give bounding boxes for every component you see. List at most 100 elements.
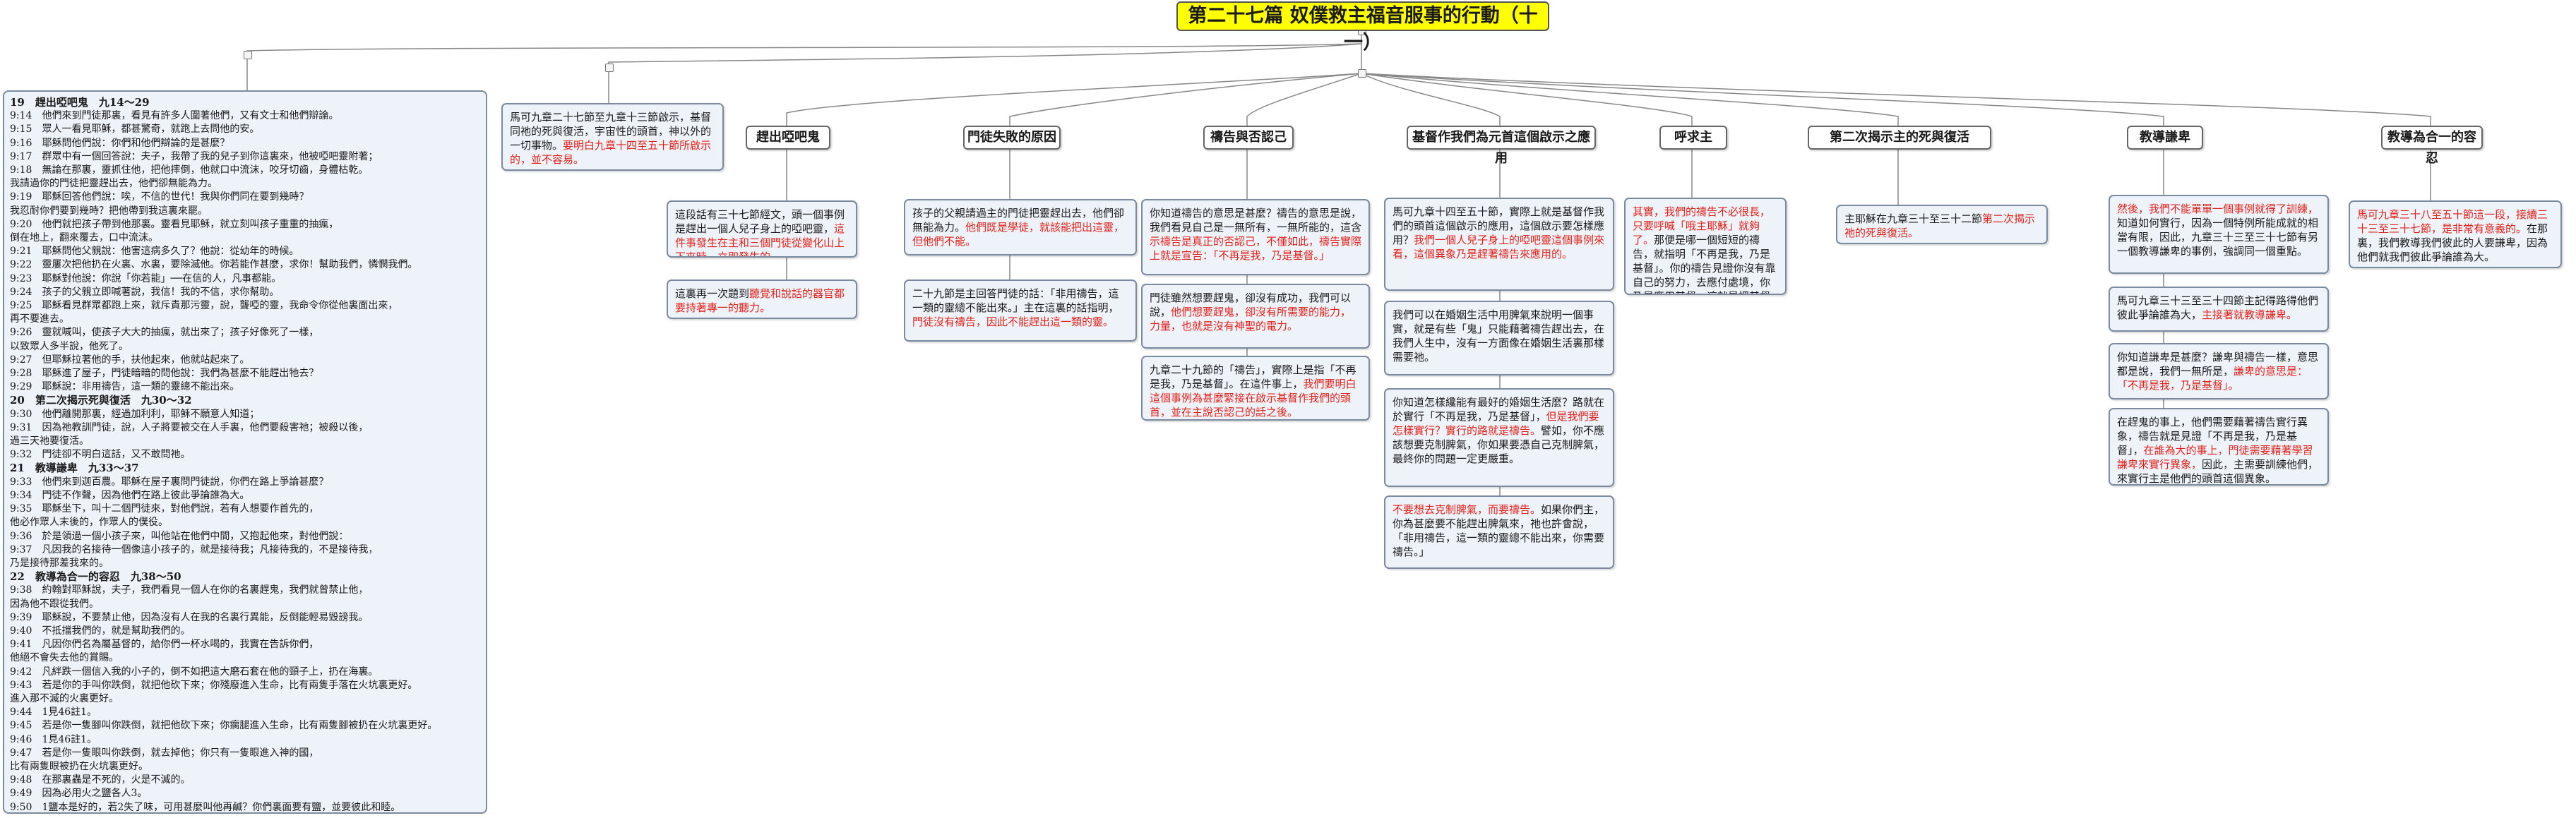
note-text: 馬可九章十四至五十節，實際上就是基督作我們的頭首這個啟示的應用，這個啟示要怎樣應…: [1393, 205, 1605, 246]
scripture-line: 9:18 無論在那裏，靈抓住他，把他摔倒，他就口中流沫，咬牙切齒，身體枯乾。: [10, 164, 369, 176]
intro-note-text: 馬可九章二十七節至九章十三節啟示，基督同祂的死與復活，宇宙性的頭首，神以外的一切…: [510, 111, 712, 152]
note-text: 馬可九章三十三至三十四節主記得路得他們彼此爭論誰為大，: [2117, 294, 2319, 321]
scripture-line: 9:37 凡因我的名接待一個像這小孩子的，就是接待我；凡接待我的，不是接待我，: [10, 543, 378, 555]
note-second-unveiling[interactable]: 主耶穌在九章三十至三十二節第二次揭示祂的死與復活。: [1836, 205, 2048, 244]
note-prayer-1[interactable]: 你知道禱告的意思是甚麼？禱告的意思是說，我們看見自己是一無所有，一無所能的，這含…: [1141, 199, 1370, 275]
scripture-line: 再不要進去。: [10, 313, 69, 325]
scripture-line: 乃是接待那差我來的。: [10, 557, 109, 569]
scripture-line: 9:22 靈屢次把他扔在火裏、水裏，要除滅他。你若能作甚麼，求你！幫助我們，憐憫…: [10, 259, 418, 271]
scripture-line: 9:28 耶穌進了屋子，門徒暗暗的問他說：我們為甚麼不能趕出牠去？: [10, 368, 319, 380]
topic-application[interactable]: 基督作我們為元首這個啟示之應用: [1407, 126, 1596, 166]
scripture-line: 9:20 他們就把孩子帶到他那裏。靈看見耶穌，就立刻叫孩子重重的抽瘋，: [10, 218, 339, 230]
topic-humility[interactable]: 教導謙卑: [2127, 126, 2203, 150]
note-humility-3[interactable]: 你知道謙卑是甚麼？謙卑與禱告一樣，意思都是說，我們一無所是，謙卑的意思是：「不再…: [2109, 343, 2329, 399]
note-red: 我們一個人兒子身上的啞吧靈這個事例來看，這個異象乃是趕著禱告來應用的。: [1393, 234, 1605, 260]
scripture-line: 以致眾人多半說，他死了。: [10, 340, 129, 352]
collapse-knob[interactable]: [1358, 69, 1366, 78]
scripture-line: 9:44 1見46註1。: [10, 706, 97, 718]
collapse-knob[interactable]: [244, 51, 252, 59]
topic-second-unveiling[interactable]: 第二次揭示主的死與復活: [1808, 126, 1991, 150]
note-text: 我們可以在婚姻生活中用脾氣來說明一個事實，就是有些「鬼」只能藉著禱告趕出去，在我…: [1393, 308, 1605, 363]
note-humility-2[interactable]: 馬可九章三十三至三十四節主記得路得他們彼此爭論誰為大，主接著就教導謙卑。: [2109, 287, 2329, 332]
scripture-line: 進入那不滅的火裏更好。: [10, 692, 119, 704]
scripture-line: 9:26 靈就喊叫，使孩子大大的抽瘋，就出來了；孩子好像死了一樣，: [10, 327, 319, 339]
scripture-line: 因為他不跟從我們。: [10, 598, 99, 610]
scripture-heading: 22 教導為合一的容忍 九38～50: [10, 570, 181, 584]
central-title[interactable]: 第二十七篇 奴僕救主福音服事的行動（十一）: [1176, 1, 1549, 54]
note-humility-4[interactable]: 在趕鬼的事上，他們需要藉著禱告實行異象，禱告就是見證「不再是我，乃是基督」，在誰…: [2109, 408, 2329, 486]
scripture-line: 9:39 耶穌說，不要禁止他，因為沒有人在我的名裏行異能，反倒能輕易毀謗我。: [10, 611, 369, 623]
topic-disciples-failure[interactable]: 門徒失敗的原因: [963, 126, 1061, 150]
note-text: 在那裏，我們教導我們彼此的人要謙卑，因為他們就我們彼此爭論誰為大。: [2357, 222, 2548, 263]
note-call-on-lord[interactable]: 其實，我們的禱告不必很長，只要呼喊「哦主耶穌」就夠了。那便是哪一個短短的禱告，就…: [1624, 198, 1787, 295]
note-red: 但是我們要怎樣實行？實行的路就是禱告。: [1393, 410, 1599, 437]
note-failure-2[interactable]: 二十九節是主回答門徒的話：「非用禱告，這一類的靈總不能出來。」主在這裏的話指明，…: [904, 279, 1137, 342]
scripture-line: 他絕不會失去他的賞賜。: [10, 652, 119, 664]
scripture-heading: 19 趕出啞吧鬼 九14～29: [10, 96, 150, 109]
note-application-2[interactable]: 我們可以在婚姻生活中用脾氣來說明一個事實，就是有些「鬼」只能藉著禱告趕出去，在我…: [1384, 301, 1614, 375]
note-red: 第二次揭示祂的死與復活。: [1844, 212, 2036, 239]
topic-call-on-lord[interactable]: 呼求主: [1659, 126, 1727, 150]
scripture-heading: 20 第二次揭示死與復活 九30～32: [10, 394, 192, 407]
note-red: 我們要明白這個事例為甚麼緊接在啟示基督作我們的頭首，並在主說否認己的話之後。: [1150, 378, 1356, 419]
note-red: 其實，我們的禱告不必很長，只要呼喊「哦主耶穌」就夠了。: [1633, 205, 1771, 246]
intro-note[interactable]: 馬可九章二十七節至九章十三節啟示，基督同祂的死與復活，宇宙性的頭首，神以外的一切…: [501, 103, 724, 171]
note-red: 主接著就教導謙卑。: [2202, 308, 2298, 321]
note-text: 這段話有三十七節經文，頭一個事例是趕出一個人兒子身上的啞吧靈，: [675, 208, 845, 235]
scripture-line: 9:32 門徒卻不明白這話，又不敢問祂。: [10, 449, 191, 461]
note-text: 這裏再一次題到: [675, 287, 750, 300]
note-application-1[interactable]: 馬可九章十四至五十節，實際上就是基督作我們的頭首這個啟示的應用，這個啟示要怎樣應…: [1384, 198, 1614, 291]
scripture-line: 9:21 耶穌問他父親說：他害這病多久了？他說：從幼年的時候。: [10, 246, 299, 258]
note-red: 他們想要趕鬼，卻沒有所需要的能力，力量，也就是沒有神聖的電力。: [1150, 306, 1352, 332]
scripture-line: 9:40 不抵擋我們的，就是幫助我們的。: [10, 625, 191, 637]
note-red: 他們既是學徒，就該能把出這靈，但他們不能。: [912, 221, 1125, 248]
note-tolerance[interactable]: 馬可九章三十八至五十節這一段，接續三十三至三十七節，是非常有意義的。在那裏，我們…: [2349, 200, 2562, 268]
scripture-line: 9:34 門徒不作聲，因為他們在路上彼此爭論誰為大。: [10, 489, 250, 501]
topic-tolerance-oneness[interactable]: 教導為合一的容忍: [2381, 126, 2483, 166]
scripture-line: 9:49 因為必用火之鹽各人3。: [10, 788, 148, 800]
note-humility-1[interactable]: 然後，我們不能單單一個事例就得了訓練，知道如何實行，因為一個特例所能成就的相當有…: [2109, 195, 2329, 274]
note-text: 那便是哪一個短短的禱告，就指明「不再是我，乃是基督」。你的禱告見證你沒有靠自己的…: [1633, 234, 1776, 294]
scripture-line: 9:19 耶穌回答他們說：唉，不信的世代！我與你們同在要到幾時？: [10, 191, 309, 203]
topic-prayer-denial[interactable]: 禱告與否認己: [1203, 126, 1294, 150]
scripture-line: 9:41 凡因你們名為屬基督的，給你們一杯水喝的，我實在告訴你們，: [10, 639, 319, 651]
scripture-line: 我忍耐你們要到幾時？把他帶到我這裏來罷。: [10, 205, 208, 217]
note-text: 二十九節是主回答門徒的話：「非用禱告，這一類的靈總不能出來。」主在這裏的話指明，: [912, 287, 1119, 314]
note-text: 如果你們主，你為甚麼要不能趕出脾氣來，祂也許會說，「非用禱告，這一類的靈總不能出…: [1393, 503, 1605, 558]
scripture-line: 9:35 耶穌坐下，叫十二個門徒來，對他們說，若有人想要作首先的，: [10, 503, 319, 515]
scripture-heading: 21 教導謙卑 九33～37: [10, 462, 139, 475]
note-red: 聽覺和說話的器官都要持著專一的聽力。: [675, 287, 845, 314]
scripture-line: 比有兩隻眼被扔在火坑裏更好。: [10, 760, 148, 772]
note-red: 門徒沒有禱告，因此不能趕出這一類的靈。: [912, 315, 1114, 328]
note-text: 你知道禱告的意思是甚麼？禱告的意思是說，我們看見自己是一無所有，一無所能的，這含: [1150, 207, 1362, 234]
scripture-line: 9:42 凡絆跌一個信入我的小子的，倒不如把這大磨石套在他的頸子上，扔在海裏。: [10, 666, 378, 678]
note-application-4[interactable]: 不要想去克制脾氣，而要禱告。如果你們主，你為甚麼要不能趕出脾氣來，祂也許會說，「…: [1384, 495, 1614, 569]
scripture-line: 9:15 眾人一看見耶穌，都甚驚奇，就跑上去問他的安。: [10, 124, 260, 136]
collapse-knob[interactable]: [605, 64, 614, 72]
scripture-line: 9:33 他們來到迦百農。耶穌在屋子裏問門徒說，你們在路上爭論甚麼？: [10, 476, 329, 488]
note-prayer-2[interactable]: 門徒雖然想要趕鬼，卻沒有成功，我們可以說，他們想要趕鬼，卻沒有所需要的能力，力量…: [1141, 284, 1370, 349]
note-application-3[interactable]: 你知道怎樣纔能有最好的婚姻生活麼？路就在於實行「不再是我，乃是基督」，但是我們要…: [1384, 388, 1614, 487]
scripture-line: 9:46 1見46註1。: [10, 733, 97, 745]
scripture-line: 9:14 他們來到門徒那裏，看見有許多人圍著他們，又有文士和他們辯論。: [10, 110, 339, 122]
note-text: 孩子的父親請過主的門徒把靈趕出去，他們卻無能為力。: [912, 207, 1125, 234]
note-text: 你知道怎樣纔能有最好的婚姻生活麼？路就在於實行「不再是我，乃是基督」，: [1393, 396, 1605, 423]
note-red: 在誰為大的事上，門徒需要藉著學習謙卑來實行異象，: [2117, 444, 2313, 471]
note-red: 這件事發生在主和三個門徒從變化山上下來時，立即發生的。: [675, 222, 845, 258]
scripture-line: 9:31 因為祂教訓門徒，說，人子將要被交在人手裏，他們要殺害祂；被殺以後，: [10, 421, 369, 433]
note-cast-out-2[interactable]: 這裏再一次題到聽覺和說話的器官都要持著專一的聽力。: [667, 279, 857, 319]
scripture-line: 9:45 若是你一隻腳叫你跌倒，就把他砍下來；你瘸腿進入生命，比有兩隻腳被扔在火…: [10, 720, 438, 732]
note-text: 在趕鬼的事上，他們需要藉著禱告實行異象，禱告就是見證「不再是我，乃是基督」，: [2117, 416, 2308, 457]
note-red: 然後，我們不能單單一個事例就得了訓練，: [2117, 203, 2319, 215]
scripture-line: 9:30 他們離開那裏，經過加利利，耶穌不願意人知道；: [10, 408, 260, 420]
note-red: 謙卑的意思是：「不再是我，乃是基督」。: [2117, 365, 2308, 392]
scripture-line: 他必作眾人末後的，作眾人的僕役。: [10, 517, 168, 529]
scripture-line: 9:27 但耶穌拉著他的手，扶他起來，他就站起來了。: [10, 354, 250, 366]
topic-cast-out-demon[interactable]: 趕出啞吧鬼: [746, 126, 830, 150]
note-text: 譬如，你不應該想要克制脾氣，你如果要憑自己克制脾氣，最終你的問題一定更嚴重。: [1393, 424, 1605, 465]
note-failure-1[interactable]: 孩子的父親請過主的門徒把靈趕出去，他們卻無能為力。他們既是學徒，就該能把出這靈，…: [904, 199, 1137, 255]
scripture-line: 9:38 約翰對耶穌說，夫子，我們看見一個人在你的名裏趕鬼，我們就曾禁止他，: [10, 584, 369, 596]
note-cast-out-1[interactable]: 這段話有三十七節經文，頭一個事例是趕出一個人兒子身上的啞吧靈，這件事發生在主和三…: [667, 200, 857, 258]
note-prayer-3[interactable]: 九章二十九節的「禱告」，實際上是指「不再是我，乃是基督」。在這件事上，我們要明白…: [1141, 356, 1370, 421]
